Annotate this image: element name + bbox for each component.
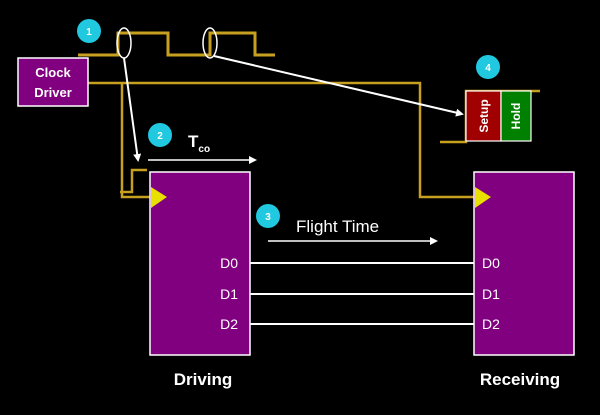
flight-time-label: Flight Time <box>296 217 379 236</box>
clock-driver-line2: Driver <box>34 85 72 100</box>
clock-driver-line1: Clock <box>35 65 71 80</box>
receiving-pin-d2: D2 <box>482 316 500 332</box>
step-3-label: 3 <box>265 212 271 223</box>
tco-label: Tco <box>188 132 210 155</box>
receiving-clock-triangle <box>475 187 491 208</box>
step-4-label: 4 <box>485 63 491 74</box>
driving-pin-d2: D2 <box>220 316 238 332</box>
step-2-circle <box>148 123 172 147</box>
tco-main: T <box>188 132 199 151</box>
setup-label: Setup <box>477 99 491 132</box>
receiving-pin-d1: D1 <box>482 286 500 302</box>
arrow-edge-to-setup <box>213 55 464 117</box>
arrow-edge-to-driver <box>123 57 142 162</box>
step-1-circle <box>77 19 101 43</box>
clock-trace-to-receiver <box>88 81 474 199</box>
clock-edge-ellipse-2 <box>202 27 218 59</box>
driving-pin-d0: D0 <box>220 255 238 271</box>
clock-driver-box <box>17 57 89 107</box>
receiving-block <box>473 171 575 356</box>
step-3-circle <box>256 204 280 228</box>
receiving-pin-d0: D0 <box>482 255 500 271</box>
driving-pin-d1: D1 <box>220 286 238 302</box>
driving-label: Driving <box>174 370 233 389</box>
tco-sub: co <box>198 144 210 155</box>
clock-trace-to-driver <box>120 83 151 199</box>
hold-box <box>500 90 532 142</box>
receiving-label: Receiving <box>480 370 560 389</box>
driving-clock-triangle <box>151 187 167 208</box>
clock-waveform <box>78 31 275 57</box>
step-4-circle <box>476 55 500 79</box>
delayed-clock-edge <box>120 168 147 194</box>
step-2-label: 2 <box>157 131 163 142</box>
step-1-label: 1 <box>86 27 92 38</box>
hold-label: Hold <box>509 103 523 130</box>
